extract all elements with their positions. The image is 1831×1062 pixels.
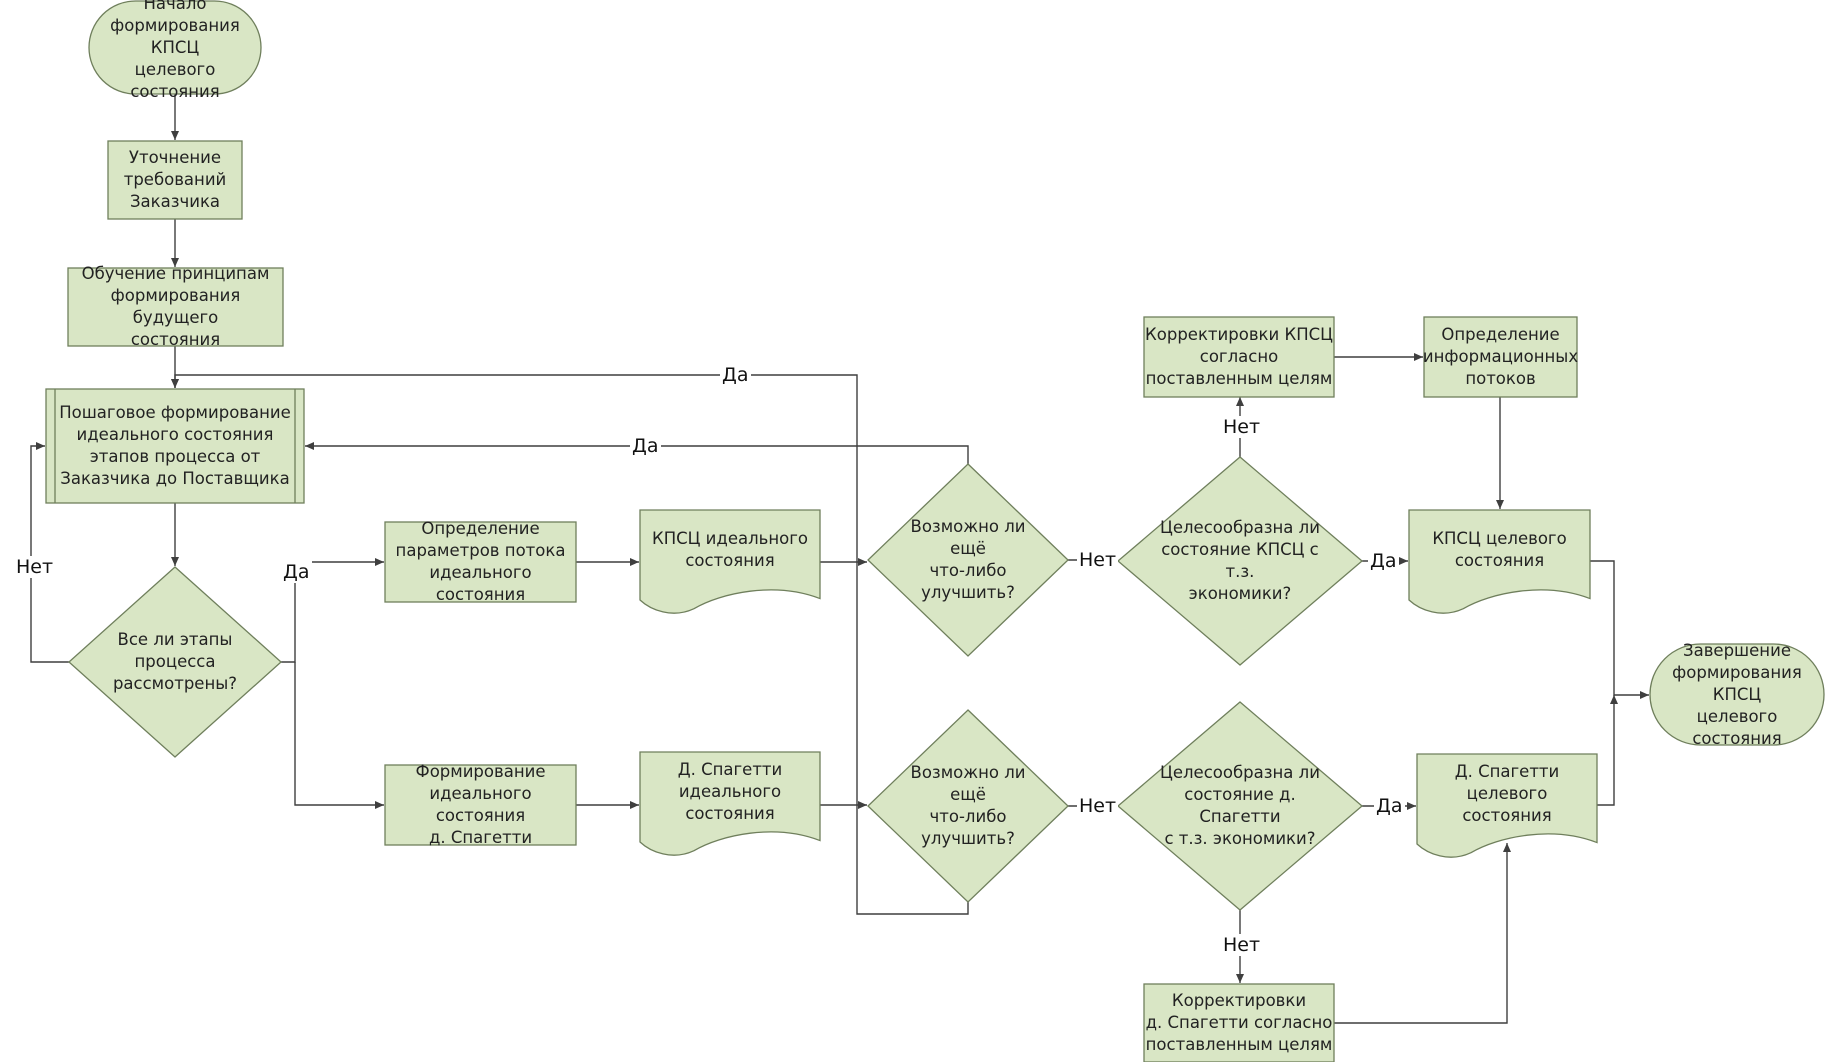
process-shape [1143, 983, 1335, 1062]
document-shape [1408, 509, 1591, 614]
decision-shape [867, 463, 1069, 657]
node-spaghetti_ideal [639, 751, 821, 856]
edge-label-improve_top-to-econ_kpsc: Нет [1077, 549, 1119, 571]
node-all_stages [68, 566, 282, 758]
edge-label-econ_spaghetti-to-corr_spaghetti: Нет [1221, 934, 1263, 956]
node-kpsc_ideal [639, 509, 821, 614]
node-label-spaghetti_target: Д. Спагетти целевого состояния [1417, 754, 1597, 834]
edge-label-improve_bottom-to-stepwise: Да [720, 364, 751, 386]
node-label-flow_params: Определение параметров потока идеального… [385, 519, 576, 604]
process-shape [1423, 316, 1578, 398]
node-label-kpsc_target: КПСЦ целевого состояния [1409, 510, 1590, 590]
node-label-info_flows: Определение информационных потоков [1422, 317, 1579, 397]
document-shape [639, 509, 821, 614]
node-corr_kpsc [1143, 316, 1335, 398]
node-text: Целесообразна ли состояние КПСЦ с т.з. э… [1160, 518, 1320, 603]
edge-all_stages-to-flow_params [281, 558, 384, 663]
node-label-econ_spaghetti: Целесообразна ли состояние д. Спагетти с… [1147, 702, 1332, 910]
node-label-corr_kpsc: Корректировки КПСЦ согласно поставленным… [1144, 317, 1334, 397]
edge-all_stages-to-spaghetti_form [294, 662, 384, 809]
node-text: Корректировки КПСЦ согласно поставленным… [1145, 325, 1333, 388]
node-label-kpsc_ideal: КПСЦ идеального состояния [640, 510, 820, 590]
node-corr_spaghetti [1143, 983, 1335, 1062]
node-text: Уточнение требований Заказчика [123, 148, 227, 211]
node-text: Возможно ли ещё что-либо улучшить? [910, 517, 1026, 602]
decision-shape [1116, 456, 1364, 666]
node-clarify [107, 140, 243, 220]
edge-improve_top-to-stepwise [305, 442, 969, 464]
edge-corr_spaghetti-to-spaghetti_target [1334, 843, 1511, 1024]
node-text: Завершение формирования КПСЦ целевого со… [1672, 640, 1802, 748]
node-text: Определение параметров потока идеального… [395, 519, 566, 604]
process-shape [384, 521, 577, 603]
node-label-spaghetti_form: Формирование идеального состояния д. Спа… [385, 762, 576, 847]
node-text: Д. Спагетти идеального состояния [677, 760, 783, 824]
edge-label-econ_kpsc-to-corr_kpsc: Нет [1221, 416, 1263, 438]
node-text: Пошаговое формирование идеального состоя… [59, 403, 291, 488]
node-spaghetti_form [384, 764, 577, 846]
node-stepwise [45, 388, 305, 504]
edge-all_stages-to-stepwise [30, 442, 69, 663]
process-shape [384, 764, 577, 846]
node-text: Обучение принципам формирования будущего… [81, 264, 270, 349]
edge-spaghetti_target-to-end [1597, 695, 1618, 806]
node-label-corr_spaghetti: Корректировки д. Спагетти согласно поста… [1144, 984, 1334, 1062]
node-info_flows [1423, 316, 1578, 398]
edge-label-improve_top-to-stepwise: Да [630, 435, 661, 457]
node-text: Возможно ли ещё что-либо улучшить? [910, 763, 1026, 848]
edge-improve_bottom-to-stepwise [171, 374, 969, 915]
node-label-end: Завершение формирования КПСЦ целевого со… [1650, 641, 1824, 748]
decision-shape [867, 709, 1069, 903]
node-text: Начало формирования КПСЦ целевого состоя… [110, 0, 240, 101]
node-label-improve_top: Возможно ли ещё что-либо улучшить? [892, 464, 1044, 656]
node-improve_bottom [867, 709, 1069, 903]
node-improve_top [867, 463, 1069, 657]
node-text: Определение информационных потоков [1422, 325, 1579, 388]
node-label-improve_bottom: Возможно ли ещё что-либо улучшить? [892, 710, 1044, 902]
node-text: Все ли этапы процесса рассмотрены? [112, 630, 238, 693]
edge-label-all_stages-to-flow_params: Да [281, 561, 312, 583]
node-text: Корректировки д. Спагетти согласно поста… [1145, 991, 1333, 1054]
node-label-stepwise: Пошаговое формирование идеального состоя… [46, 389, 304, 503]
node-label-all_stages: Все ли этапы процесса рассмотрены? [94, 567, 255, 757]
edge-label-improve_bottom-to-econ_spaghetti: Нет [1077, 795, 1119, 817]
node-kpsc_target [1408, 509, 1591, 614]
document-shape [639, 751, 821, 856]
edge-label-econ_spaghetti-to-spaghetti_target: Да [1374, 795, 1405, 817]
node-econ_kpsc [1116, 456, 1364, 666]
node-text: Формирование идеального состояния д. Спа… [415, 762, 546, 847]
node-label-spaghetti_ideal: Д. Спагетти идеального состояния [640, 752, 820, 832]
decision-shape [68, 566, 282, 758]
edge-label-econ_kpsc-to-kpsc_target: Да [1368, 550, 1399, 572]
node-econ_spaghetti [1116, 701, 1364, 911]
node-label-start: Начало формирования КПСЦ целевого состоя… [89, 0, 261, 101]
node-label-training: Обучение принципам формирования будущего… [68, 264, 283, 349]
node-label-econ_kpsc: Целесообразна ли состояние КПСЦ с т.з. э… [1147, 457, 1332, 665]
process-shape [67, 267, 284, 347]
node-text: КПСЦ целевого состояния [1432, 529, 1567, 571]
node-spaghetti_target [1416, 753, 1598, 858]
edges-layer [30, 94, 1649, 1024]
edge-kpsc_target-to-end [1590, 560, 1649, 699]
nodes-layer [45, 0, 1825, 1062]
node-flow_params [384, 521, 577, 603]
terminator-shape [1649, 643, 1825, 746]
node-text: Целесообразна ли состояние д. Спагетти с… [1160, 763, 1320, 848]
decision-shape [1116, 701, 1364, 911]
node-text: КПСЦ идеального состояния [651, 529, 808, 571]
process-shape [107, 140, 243, 220]
terminator-shape [88, 0, 262, 95]
document-shape [1416, 753, 1598, 858]
node-end [1649, 643, 1825, 746]
node-training [67, 267, 284, 347]
process-shape [1143, 316, 1335, 398]
node-text: Д. Спагетти целевого состояния [1454, 762, 1560, 826]
node-start [88, 0, 262, 95]
node-label-clarify: Уточнение требований Заказчика [108, 141, 242, 219]
subprocess-shape [45, 388, 305, 504]
edge-label-all_stages-to-stepwise: Нет [14, 556, 56, 578]
